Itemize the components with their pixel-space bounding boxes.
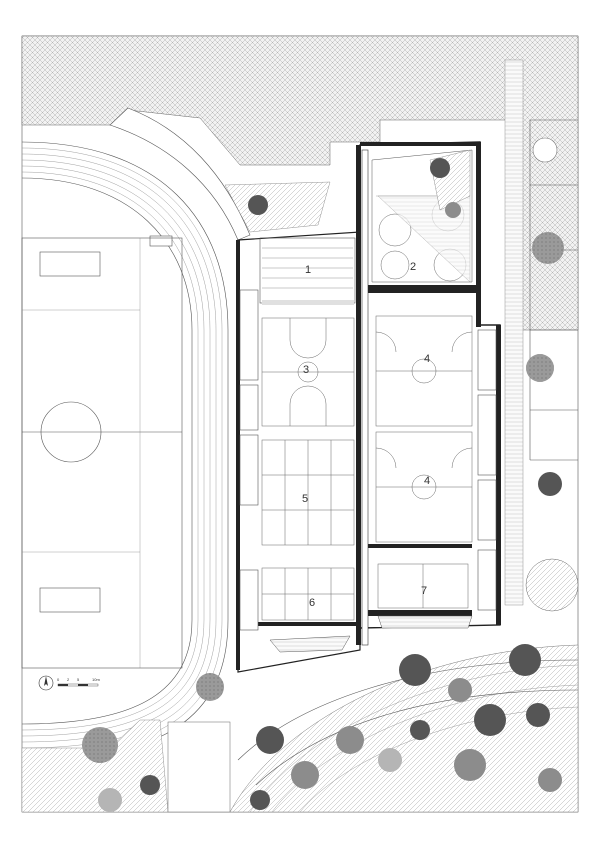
room-1-stands xyxy=(259,237,356,305)
ramp-hatched-wedge xyxy=(224,181,331,233)
room-label-7: 7 xyxy=(421,585,427,597)
trees-east xyxy=(525,137,579,612)
football-field xyxy=(21,237,183,669)
room-4-courts xyxy=(375,315,473,543)
room-label-5: 5 xyxy=(302,493,308,505)
scale-tick-5: 5 xyxy=(77,677,80,682)
east-path xyxy=(504,59,524,606)
south-west-plot xyxy=(167,721,231,813)
room-label-3: 3 xyxy=(303,364,309,376)
scale-tick-10m: 10m xyxy=(92,677,100,682)
scale-tick-2: 2 xyxy=(67,677,70,682)
ramp-band xyxy=(109,107,251,241)
north-arrow-icon xyxy=(38,675,54,691)
room-7-hall xyxy=(377,563,469,609)
room-label-1: 1 xyxy=(305,264,311,276)
scale-bar: 0 2 5 10m xyxy=(57,677,100,687)
room-label-4a: 4 xyxy=(424,353,430,365)
room-label-2: 2 xyxy=(410,261,416,273)
trees-north xyxy=(248,158,461,218)
room-label-6: 6 xyxy=(309,597,315,609)
room-3-court xyxy=(261,317,355,427)
room-label-4b: 4 xyxy=(424,475,430,487)
room-6-courts xyxy=(261,567,355,621)
trees-south xyxy=(82,644,562,812)
room-5-courts xyxy=(261,439,355,546)
room-2-court xyxy=(371,149,473,283)
scale-tick-0: 0 xyxy=(57,677,60,682)
